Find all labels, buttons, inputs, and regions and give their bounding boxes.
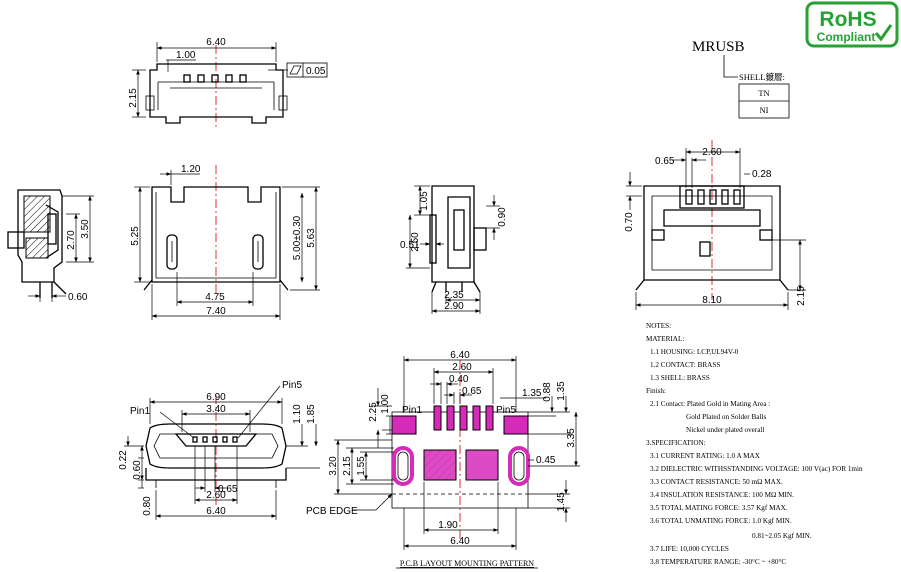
shell-table-row: TN [758, 88, 769, 98]
side-h2-dim: 3.50 [80, 219, 91, 239]
end-pitch-span-dim: 2.60 [702, 147, 722, 158]
end-foot-dim: 2.15 [796, 286, 807, 306]
note-line: 1.2 CONTACT: BRASS [650, 361, 720, 369]
pcb-r3-dim: 1.35 [556, 381, 567, 401]
profile-d2-dim: 0.90 [497, 207, 508, 227]
shell-table: TN NI [738, 83, 790, 119]
end-pin-width-dim: 0.28 [752, 169, 772, 180]
bottom-d2-dim: 0.60 [132, 460, 143, 480]
profile-d6-dim: 2.90 [444, 301, 464, 312]
pcb-h1-dim: 3.20 [328, 456, 339, 476]
pcb-pin1-label: Pin1 [402, 405, 422, 416]
end-height-dim: 0.70 [624, 212, 635, 232]
flatness-symbol-icon [289, 65, 302, 75]
pcb-r4-dim: 3.35 [566, 428, 577, 448]
note-line: 0.81~2.05 Kgf MIN. [752, 532, 812, 540]
profile-view: 0.90 1.05 2.50 0.51 2.35 2.90 [400, 185, 508, 314]
front-height-b-dim: 5.00±0.30 [292, 215, 303, 260]
note-line: 3.5 TOTAL MATING FORCE: 3.57 Kgf MAX. [650, 504, 788, 512]
top-pin-offset-dim: 1.00 [176, 50, 196, 61]
pcb-pad-gap-dim: 1.90 [438, 520, 458, 531]
end-view: 2.60 0.65 0.28 0.70 8.10 2.15 [624, 140, 807, 310]
bottom-view: 6.90 3.40 Pin5 Pin1 1.10 1.85 0.22 0.60 … [118, 380, 320, 520]
bottom-span-dim: 2.60 [206, 490, 226, 501]
pcb-pad-span-dim: 2.60 [452, 362, 472, 373]
bottom-width-dim: 6.40 [206, 506, 226, 517]
pcb-offset-b-dim: 1.00 [380, 394, 391, 414]
pcb-pin5-label: Pin5 [496, 405, 516, 416]
note-line: 1.1 HOUSING: LCP,UL94V-0 [650, 348, 739, 356]
note-line: MATERIAL: [646, 335, 684, 343]
shell-table-header: SHELL鍍層: [739, 72, 785, 82]
top-width-dim: 6.40 [206, 37, 226, 48]
pcb-h3-dim: 1.55 [356, 456, 367, 476]
note-line: 3.2 DIELECTRIC WITHSSTANDING VOLTAGE: 10… [650, 465, 863, 473]
bottom-d1-dim: 0.22 [118, 450, 129, 470]
note-line: Gold Plated on Solder Balls [686, 413, 766, 421]
front-height-c-dim: 5.63 [306, 228, 317, 248]
rohs-logo: RoHS Compliant [805, 1, 899, 48]
front-notch-dim: 1.20 [181, 164, 201, 175]
rohs-logo-line2: Compliant [817, 30, 876, 44]
profile-d5-dim: 2.35 [444, 290, 464, 301]
note-line: Finish: [646, 387, 666, 395]
pcb-slot-dim: 0.45 [536, 455, 556, 466]
notes-block: NOTES: MATERIAL: 1.1 HOUSING: LCP,UL94V-… [646, 322, 863, 566]
end-pitch-dim: 0.65 [655, 156, 675, 167]
pcb-edge-label: PCB EDGE [306, 506, 358, 517]
shell-table-row: NI [760, 105, 769, 115]
note-line: 3.4 INSULATION RESISTANCE: 100 MΩ MIN. [650, 491, 794, 499]
pcb-r1-dim: 1.35 [522, 388, 542, 399]
top-height-dim: 2.15 [128, 88, 139, 108]
bottom-d3-dim: 0.80 [142, 496, 153, 516]
pcb-caption: P.C.B LAYOUT MOUNTING PATTERN [400, 559, 534, 568]
front-height-a-dim: 5.25 [130, 226, 141, 246]
pcb-layout: 6.40 2.60 0.40 0.65 Pin1 Pin5 2.25 1.00 … [306, 350, 580, 569]
front-view: 1.20 5.25 5.00±0.30 5.63 4.75 7.40 [130, 164, 320, 320]
pcb-pitch-dim: 0.65 [462, 386, 482, 397]
side-h1-dim: 2.70 [66, 230, 77, 250]
note-line: 3.8 TEMPERATURE RANGE: -30°C ~ +80°C [650, 558, 786, 566]
bottom-w1-dim: 6.90 [206, 392, 226, 403]
front-outer-width-dim: 7.40 [206, 306, 226, 317]
note-line: 3.3 CONTACT RESISTANCE: 50 mΩ MAX. [650, 478, 783, 486]
pcb-r2-dim: 0.88 [542, 382, 553, 402]
note-line: 3.7 LIFE: 10,000 CYCLES [650, 545, 729, 553]
pcb-total-width-dim: 6.40 [450, 350, 470, 361]
pcb-h2-dim: 2.15 [342, 456, 353, 476]
side-base-dim: 0.60 [68, 292, 88, 303]
bottom-w2-dim: 3.40 [206, 404, 226, 415]
note-line: 2.1 Contact: Plated Gold in Mating Area … [650, 400, 770, 408]
pcb-offset-a-dim: 2.25 [368, 402, 379, 422]
front-inner-width-dim: 4.75 [205, 292, 225, 303]
bottom-pitch-dim: 0.65 [218, 484, 238, 495]
note-line: 3.6 TOTAL UNMATING FORCE: 1.0 Kgf MIN. [650, 517, 792, 525]
flatness-value: 0.05 [306, 66, 326, 77]
note-line: 3.SPECIFICATION: [646, 439, 706, 447]
rohs-logo-line1: RoHS [819, 8, 876, 31]
bottom-pin5-label: Pin5 [282, 380, 302, 391]
note-line: 1.3 SHELL: BRASS [650, 374, 710, 382]
profile-d3-dim: 2.50 [410, 232, 421, 252]
note-line: Nickel under plated overall [686, 426, 764, 434]
end-width-dim: 8.10 [702, 295, 722, 306]
bottom-pin1-label: Pin1 [130, 406, 150, 417]
check-icon [874, 24, 893, 42]
top-view: 6.40 1.00 2.15 0.05 [128, 37, 328, 130]
part-number: MRUSB [692, 39, 745, 55]
bottom-h1-dim: 1.10 [292, 404, 303, 424]
pcb-edge-height-dim: 1.45 [556, 492, 567, 512]
side-view: 2.70 3.50 0.60 [7, 189, 94, 303]
note-line: 3.1 CURRENT RATING: 1.0 A MAX [650, 452, 761, 460]
profile-d4-dim: 0.51 [400, 240, 420, 251]
profile-d1-dim: 1.05 [419, 191, 430, 211]
pcb-bottom-width-dim: 6.40 [450, 536, 470, 547]
bottom-h2-dim: 1.85 [306, 404, 317, 424]
pcb-pad-width-dim: 0.40 [449, 374, 469, 385]
note-line: NOTES: [646, 322, 671, 330]
